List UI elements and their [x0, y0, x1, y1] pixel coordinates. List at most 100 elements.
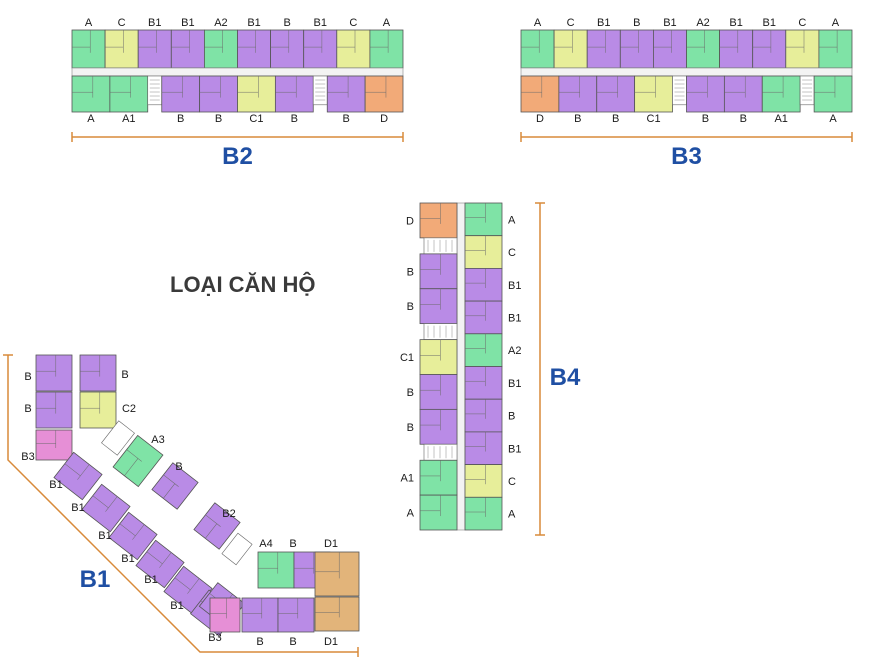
tower-label-b3: B3	[671, 143, 702, 170]
unit-b1-room-19	[241, 597, 279, 633]
stair-core	[799, 75, 815, 106]
unit-b3-top-9	[818, 29, 853, 69]
unit-b3-bottom-2	[596, 75, 636, 113]
unit-b4-right-2	[464, 267, 503, 302]
unit-label-b4-left-5: B	[407, 422, 414, 434]
unit-label-b1-10: B1	[98, 530, 111, 542]
unit-b4-right-7	[464, 431, 503, 465]
partition-line	[119, 523, 136, 537]
unit-label-b2-top-0: A	[85, 17, 93, 29]
unit-b1-3	[79, 391, 117, 429]
unit-b2-bottom-6	[326, 75, 366, 113]
unit-label-b4-left-4: B	[407, 387, 414, 399]
unit-b3-top-0	[520, 29, 555, 69]
unit-b2-bottom-7	[364, 75, 404, 113]
unit-b1-room-5	[112, 434, 164, 488]
unit-label-b3-top-3: B	[633, 17, 640, 29]
unit-b4-right-9	[464, 496, 503, 531]
corridor	[71, 67, 404, 77]
unit-label-b2-bottom-7: D	[380, 113, 388, 125]
unit-b1-room-7	[53, 451, 103, 501]
unit-b3-top-2	[586, 29, 621, 69]
unit-label-b3-top-9: A	[832, 17, 840, 29]
unit-label-b4-left-3: C1	[400, 352, 414, 364]
partition-line	[205, 514, 221, 527]
unit-label-b2-top-7: B1	[314, 17, 327, 29]
unit-label-b1-2: B	[121, 369, 128, 381]
unit-b2-top-8	[336, 29, 371, 69]
unit-label-b1-4: B3	[21, 451, 34, 463]
unit-b1-room-14	[314, 551, 360, 597]
unit-label-b4-left-0: D	[406, 215, 414, 227]
unit-b1-21	[314, 596, 360, 632]
unit-b3-top-7	[752, 29, 787, 69]
unit-b1-18	[209, 597, 241, 633]
unit-label-b3-top-6: B1	[729, 17, 742, 29]
unit-b4-left-4	[419, 374, 458, 410]
unit-b4-left-7	[419, 494, 458, 531]
unit-b4-right-0	[464, 202, 503, 237]
unit-label-b3-bottom-7: A	[829, 113, 837, 125]
page-title: LOẠI CĂN HỘ	[170, 272, 315, 297]
unit-label-b4-right-0: A	[508, 214, 516, 226]
unit-b1-0	[35, 354, 73, 392]
unit-label-b1-18: B3	[208, 632, 221, 644]
partition-line	[187, 578, 200, 594]
unit-label-b1-5: A3	[151, 434, 164, 446]
unit-b1-room-20	[277, 597, 315, 633]
unit-b1-room-21	[314, 596, 360, 632]
unit-b4-left-0	[419, 202, 458, 239]
unit-label-b3-bottom-5: B	[740, 113, 747, 125]
corridor	[456, 202, 466, 531]
unit-b2-bottom-3	[199, 75, 238, 113]
unit-label-b1-21: D1	[324, 636, 338, 648]
unit-b4-left-2	[419, 288, 458, 325]
partition-line	[92, 495, 109, 509]
unit-b2-top-5	[237, 29, 271, 69]
unit-label-b2-bottom-3: B	[215, 113, 222, 125]
unit-label-b2-top-5: B1	[247, 17, 260, 29]
unit-b4-right-6	[464, 398, 503, 433]
unit-label-b3-bottom-6: A1	[774, 113, 787, 125]
unit-b3-top-4	[653, 29, 687, 69]
partition-line	[205, 523, 217, 539]
unit-label-b4-right-7: B1	[508, 443, 521, 455]
unit-label-b4-right-1: C	[508, 247, 516, 259]
unit-b3-bottom-4	[686, 75, 725, 113]
unit-b1-20	[277, 597, 315, 633]
unit-b2-top-4	[203, 29, 238, 69]
unit-b1-room-18	[209, 597, 241, 633]
unit-label-b3-top-5: A2	[696, 17, 709, 29]
unit-b3-bottom-3	[634, 75, 673, 113]
unit-b1-7	[53, 451, 103, 501]
unit-label-b3-bottom-2: B	[612, 113, 619, 125]
unit-b3-top-8	[785, 29, 820, 69]
unit-label-b3-top-7: B1	[763, 17, 776, 29]
unit-b1-1	[35, 391, 73, 429]
unit-b1-5	[112, 434, 164, 488]
unit-b1-room-1	[35, 391, 73, 429]
unit-b4-left-6	[419, 459, 458, 496]
unit-b4-right-3	[464, 300, 503, 335]
unit-b1-10	[108, 511, 158, 561]
unit-label-b1-16: B1	[170, 600, 183, 612]
unit-b1-19	[241, 597, 279, 633]
unit-b4-left-3	[419, 339, 458, 375]
stair-core	[101, 420, 135, 456]
unit-b4-right-5	[464, 366, 503, 400]
unit-b1-room-6	[151, 462, 199, 510]
unit-b3-top-1	[553, 29, 588, 69]
unit-label-b4-left-7: A	[407, 508, 415, 520]
unit-label-b1-14: D1	[324, 538, 338, 550]
unit-b1-9	[193, 502, 241, 550]
unit-label-b4-right-2: B1	[508, 280, 521, 292]
unit-label-b3-top-4: B1	[663, 17, 676, 29]
unit-b1-room-9	[193, 502, 241, 550]
unit-label-b1-20: B	[289, 636, 296, 648]
unit-b1-room-11	[135, 539, 185, 589]
unit-label-b4-left-2: B	[407, 301, 414, 313]
unit-label-b4-left-6: A1	[401, 473, 414, 485]
